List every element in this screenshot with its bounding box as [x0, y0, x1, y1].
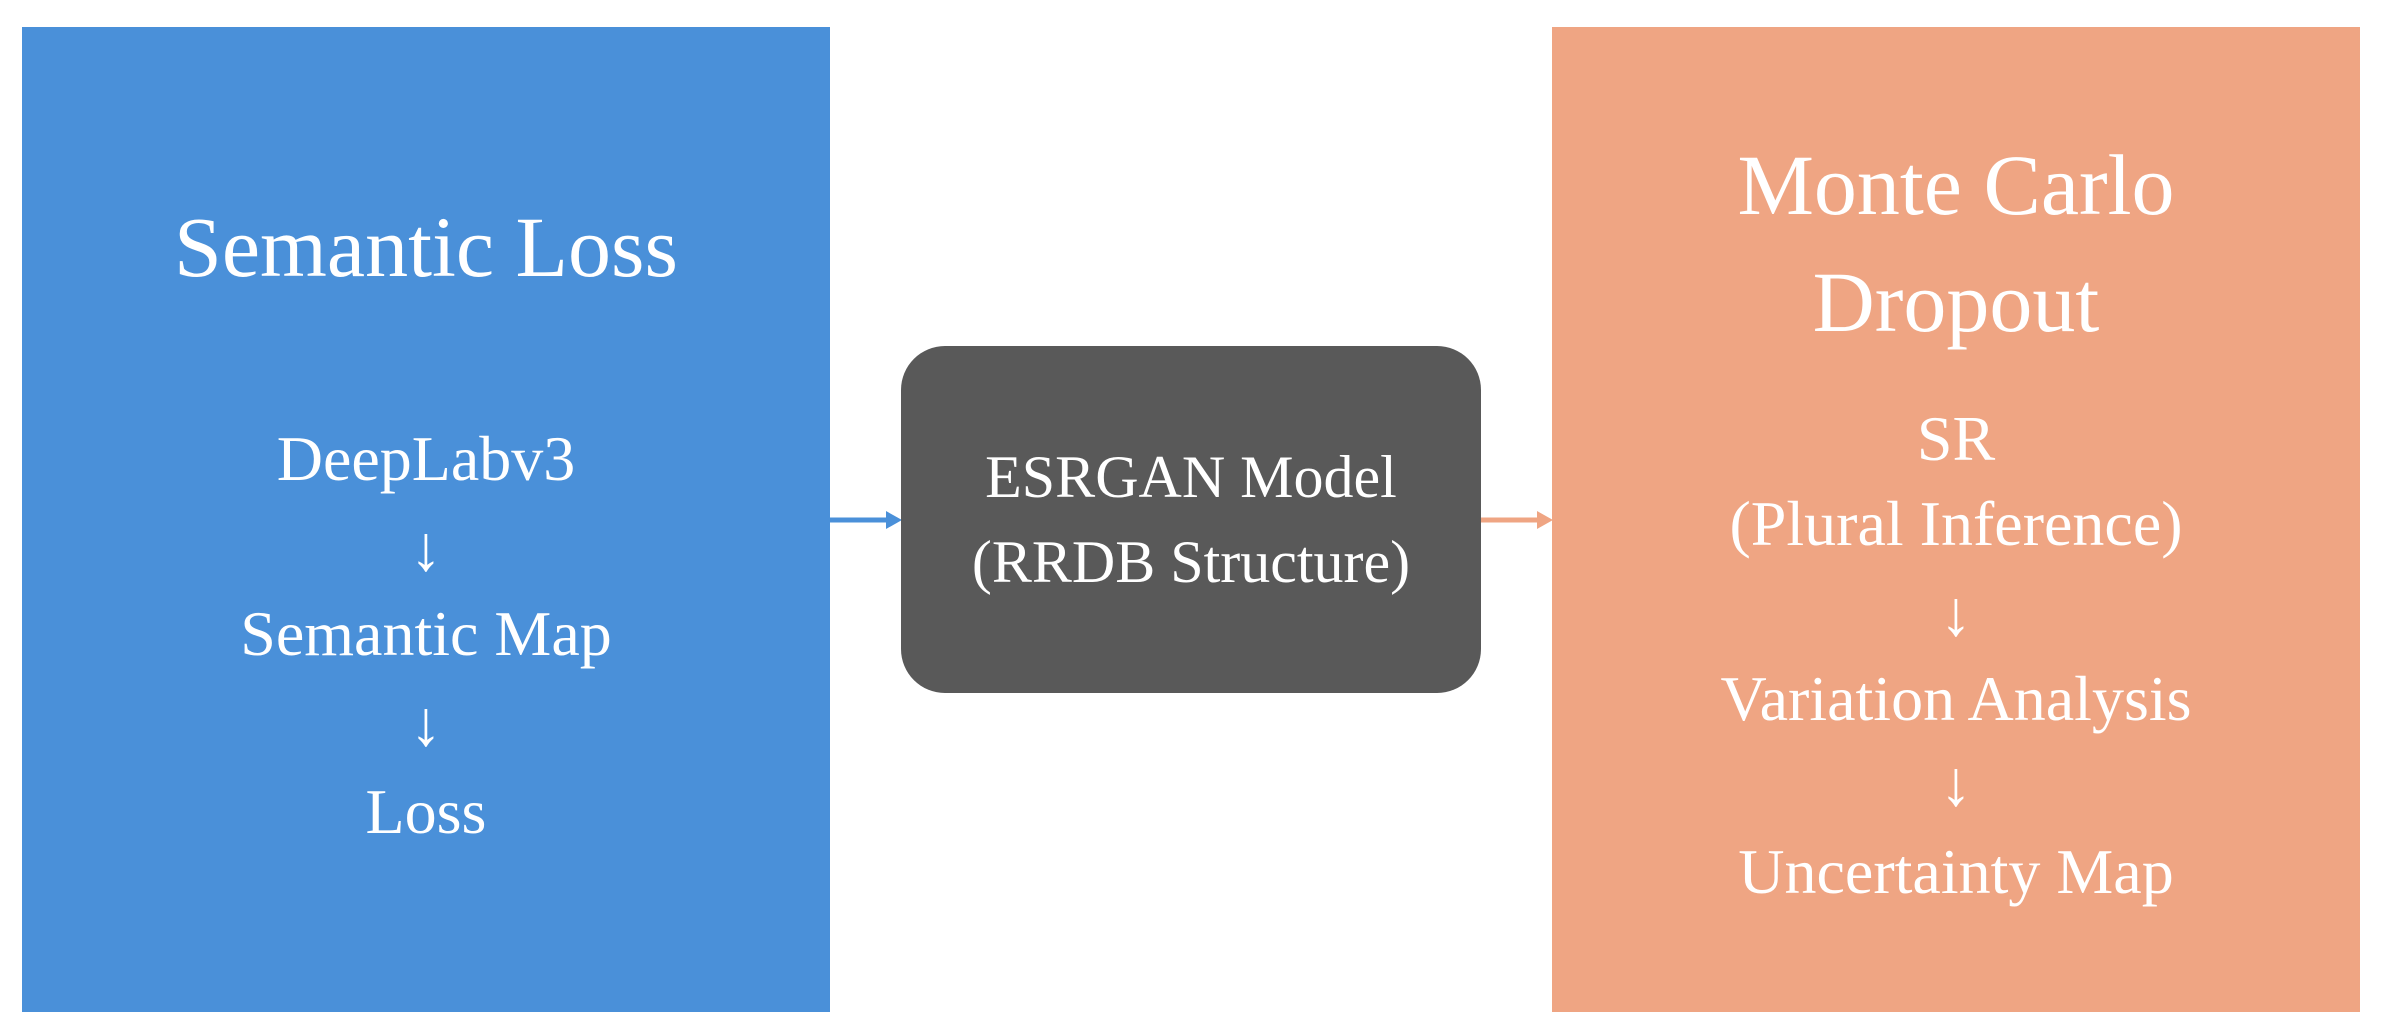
- down-arrow-icon: ↓: [410, 688, 442, 759]
- down-arrow-icon: ↓: [410, 513, 442, 584]
- monte-carlo-dropout-panel: Monte Carlo Dropout SR (Plural Inference…: [1552, 27, 2360, 1012]
- rrdb-structure-label: (RRDB Structure): [971, 529, 1411, 595]
- center-to-right-arrow-icon: [1481, 511, 1553, 529]
- esrgan-model-label: ESRGAN Model: [985, 444, 1397, 510]
- esrgan-model-box: ESRGAN Model (RRDB Structure): [901, 346, 1481, 693]
- loss-step: Loss: [365, 776, 487, 847]
- dropout-title: Dropout: [1812, 254, 2100, 350]
- semantic-loss-title: Semantic Loss: [174, 199, 678, 295]
- semantic-map-step: Semantic Map: [240, 598, 612, 669]
- down-arrow-icon: ↓: [1940, 578, 1972, 649]
- plural-inference-step: (Plural Inference): [1729, 488, 2183, 559]
- deeplabv3-step: DeepLabv3: [276, 423, 576, 494]
- sr-step: SR: [1916, 403, 1996, 474]
- left-to-center-arrow-icon: [830, 511, 902, 529]
- semantic-loss-panel: Semantic Loss DeepLabv3 ↓ Semantic Map ↓…: [22, 27, 830, 1012]
- monte-carlo-title: Monte Carlo: [1737, 137, 2175, 233]
- uncertainty-map-step: Uncertainty Map: [1738, 836, 2174, 907]
- down-arrow-icon: ↓: [1940, 748, 1972, 819]
- variation-analysis-step: Variation Analysis: [1720, 663, 2192, 734]
